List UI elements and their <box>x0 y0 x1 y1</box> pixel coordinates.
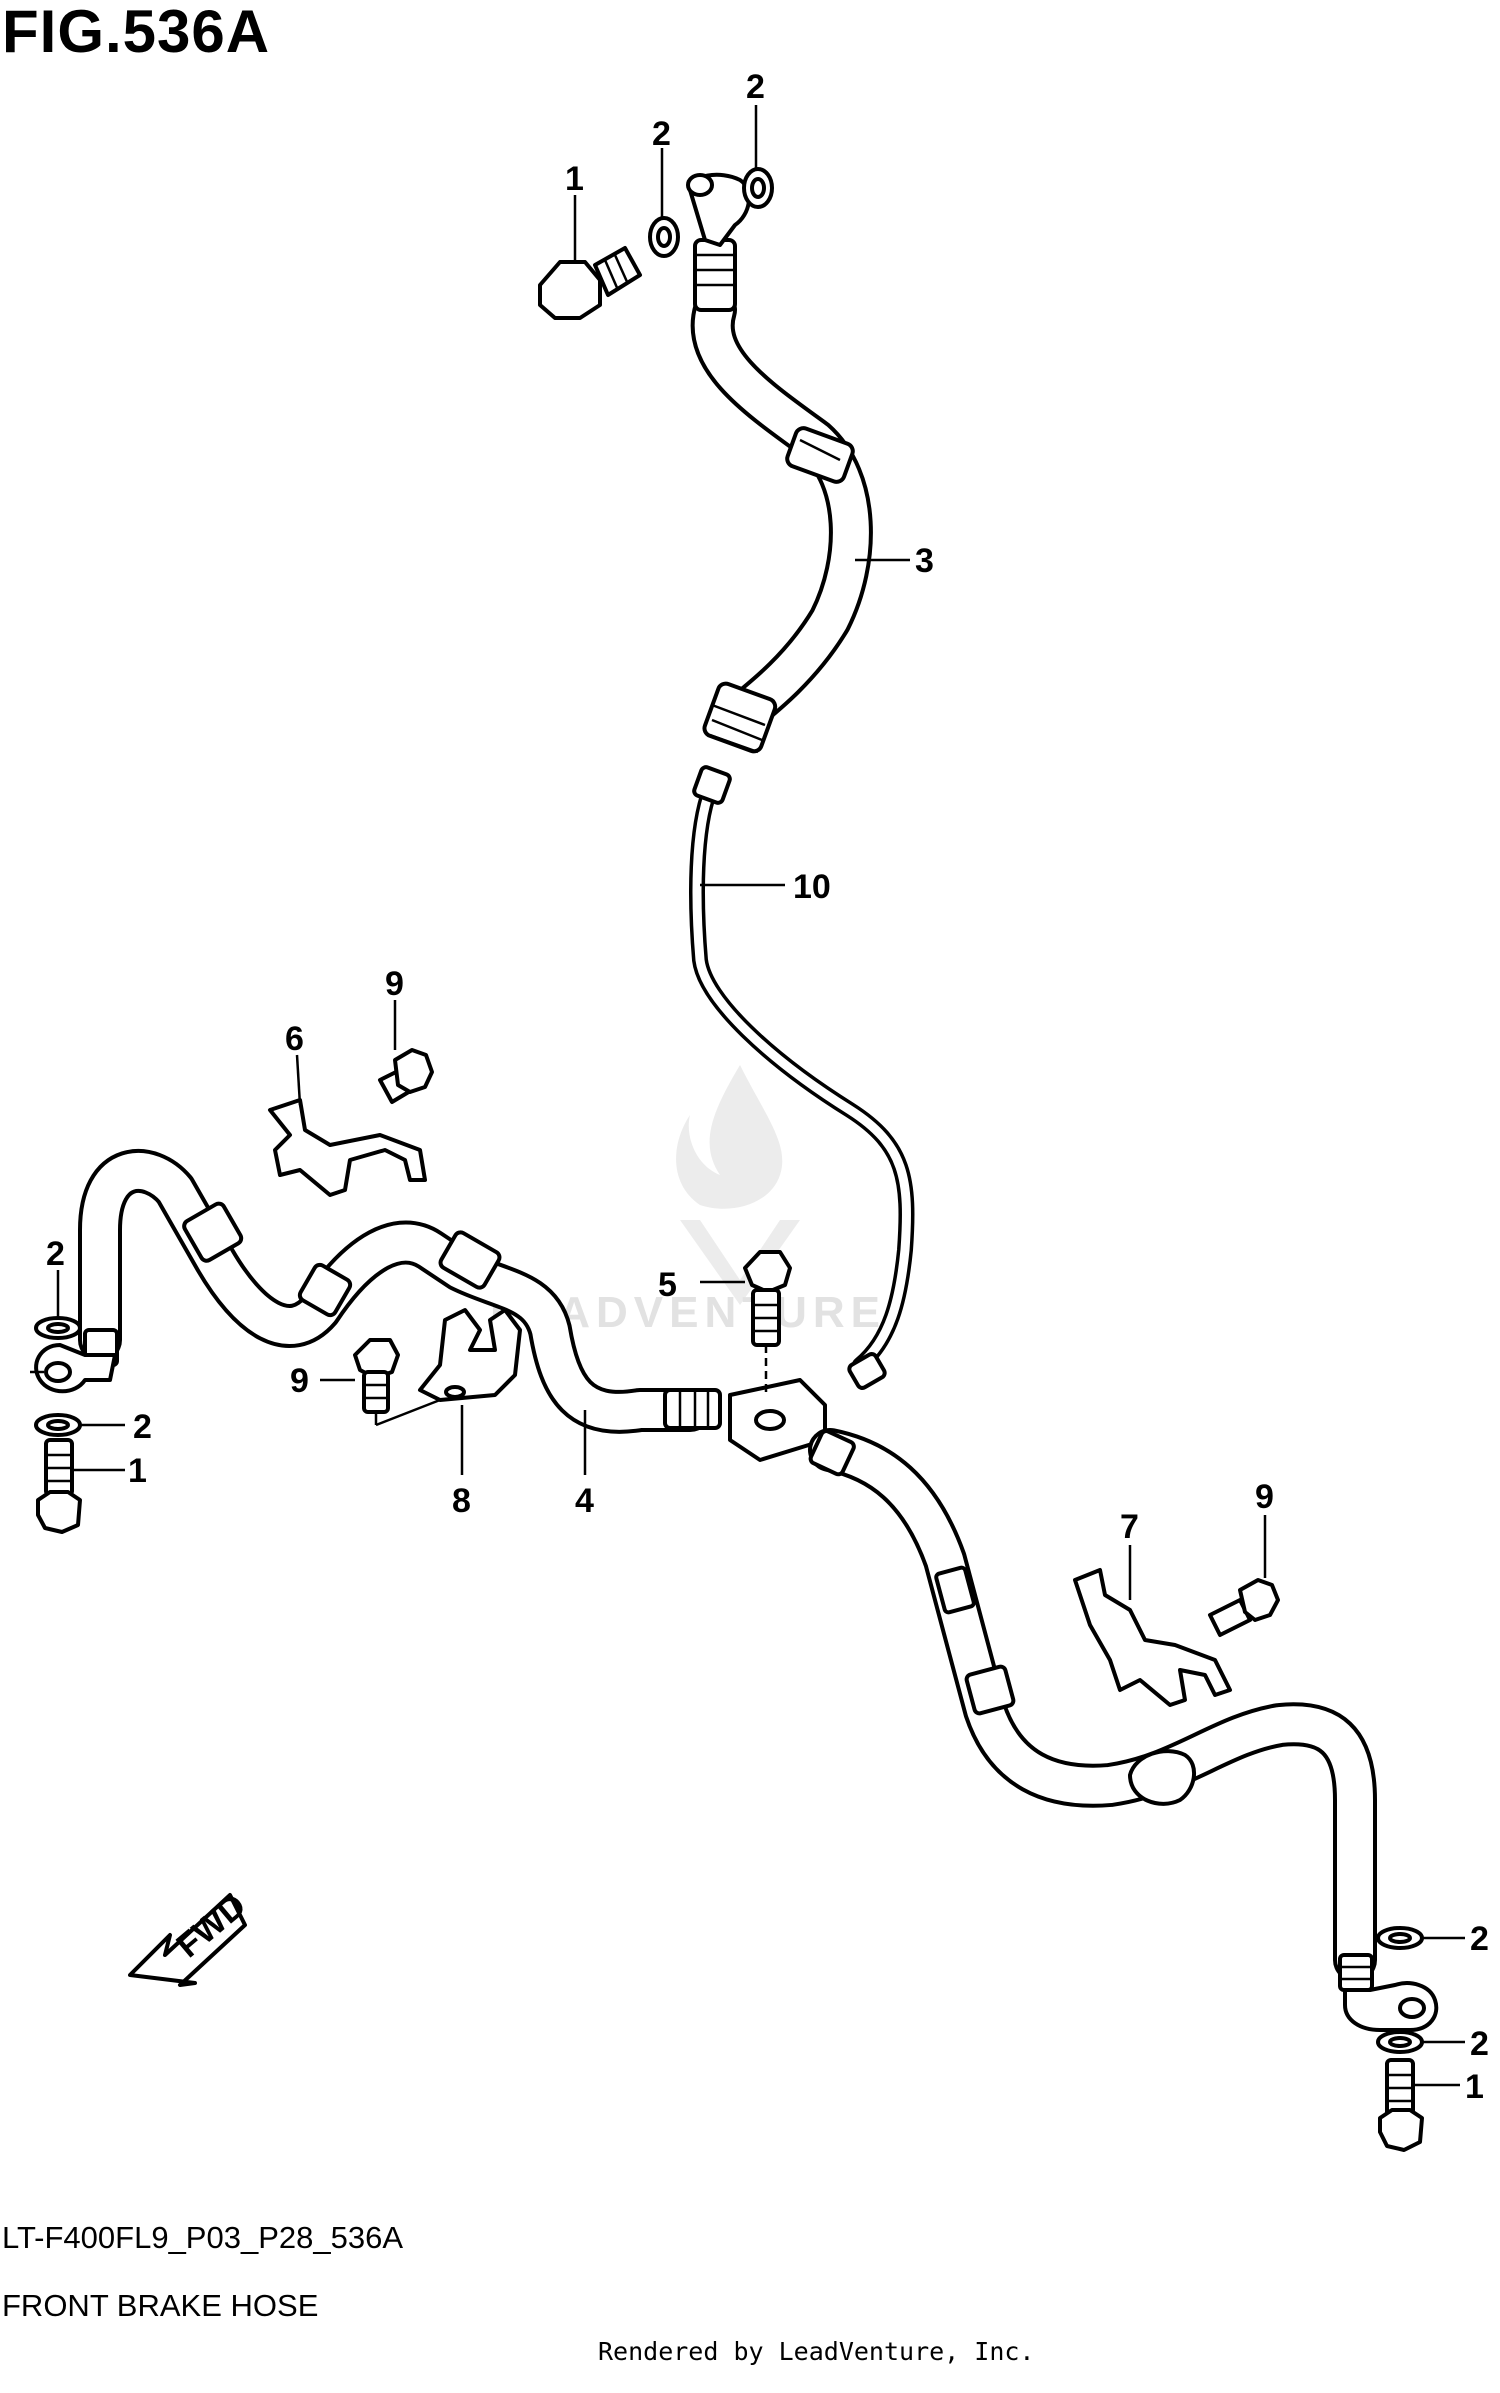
callout-bolt-bracket-right: 9 <box>1255 1478 1274 1516</box>
callout-bracket-left: 6 <box>285 1020 304 1058</box>
washer-right-a[interactable] <box>1376 1926 1424 1950</box>
union-bolt-top[interactable] <box>538 246 642 320</box>
bolt-clamp[interactable] <box>353 1338 441 1427</box>
callout-washer-left-a: 2 <box>46 1235 65 1273</box>
callout-clamp: 8 <box>452 1482 471 1520</box>
right-brake-hose[interactable] <box>808 1428 1439 2032</box>
figure-name: FRONT BRAKE HOSE <box>2 2288 319 2323</box>
callout-bolt-bracket-left: 9 <box>385 965 404 1003</box>
washer-right-b[interactable] <box>1376 2030 1424 2054</box>
bolt-bracket-right[interactable] <box>1208 1578 1280 1637</box>
callout-bolt-right: 1 <box>1465 2068 1484 2106</box>
bolt-bracket-left[interactable] <box>378 1048 434 1104</box>
figure-code: LT-F400FL9_P03_P28_536A <box>2 2220 404 2255</box>
callout-joint-bolt: 5 <box>658 1266 677 1304</box>
callout-washer-right-b: 2 <box>1470 2025 1489 2063</box>
union-bolt-right[interactable] <box>1378 2058 1424 2152</box>
washer-left-a[interactable] <box>34 1316 82 1340</box>
figure-title: FIG.536A <box>2 0 271 65</box>
callout-brake-pipe: 10 <box>793 868 831 906</box>
callout-washer-right-a: 2 <box>1470 1920 1489 1958</box>
forward-arrow: FWD <box>128 1886 253 1987</box>
left-brake-hose[interactable] <box>30 1149 722 1434</box>
callout-bracket-right: 7 <box>1120 1508 1139 1546</box>
upper-brake-hose[interactable] <box>686 172 873 754</box>
bracket-right[interactable] <box>1073 1568 1232 1707</box>
washer-top-b[interactable] <box>742 167 774 209</box>
callout-upper-hose: 3 <box>915 542 934 580</box>
joint-bolt[interactable] <box>743 1250 792 1395</box>
brake-pipe[interactable] <box>689 765 915 1390</box>
rendered-by-text: Rendered by LeadVenture, Inc. <box>598 2337 1035 2366</box>
bracket-left[interactable] <box>268 1098 427 1197</box>
washer-top-a[interactable] <box>648 216 680 258</box>
hose-clamp[interactable] <box>418 1308 522 1402</box>
callout-washer-top-a: 2 <box>652 115 671 153</box>
callout-washer-top-b: 2 <box>746 68 765 106</box>
callout-bolt-top: 1 <box>565 160 584 198</box>
union-bolt-left[interactable] <box>36 1438 82 1534</box>
washer-left-b[interactable] <box>34 1413 82 1437</box>
callout-washer-left-b: 2 <box>133 1408 152 1446</box>
leader-lines <box>56 105 1465 2087</box>
callout-clamp-bolt: 9 <box>290 1362 309 1400</box>
callout-left-hose: 4 <box>575 1482 594 1520</box>
callout-bolt-left: 1 <box>128 1452 147 1490</box>
